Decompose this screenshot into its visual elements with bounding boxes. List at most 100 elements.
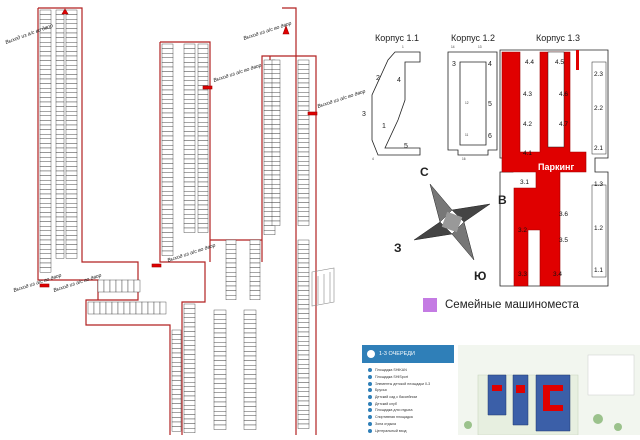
parking-lot <box>213 392 227 398</box>
parking-lot <box>121 279 129 293</box>
parking-lot <box>243 360 257 366</box>
parking-lot <box>297 142 310 148</box>
parking-lot <box>183 158 196 164</box>
parking-lot <box>55 51 65 57</box>
parking-lot <box>183 418 196 424</box>
parking-lot <box>297 322 310 328</box>
section-label: 4 <box>397 77 401 84</box>
parking-lot <box>161 140 174 146</box>
legend-dot-icon <box>368 375 372 380</box>
parking-lot <box>183 43 196 49</box>
parking-lot <box>161 232 174 238</box>
parking-lot <box>297 258 310 264</box>
building-k12-outline <box>447 51 498 156</box>
parking-lot <box>39 152 52 158</box>
parking-lot <box>297 331 310 337</box>
parking-lot <box>297 285 310 291</box>
parking-lot <box>55 175 65 181</box>
parking-lot <box>213 383 227 389</box>
parking-lot <box>55 235 65 241</box>
parking-lot <box>87 301 95 315</box>
parking-lot <box>171 398 182 404</box>
parking-lot <box>183 103 196 109</box>
parking-lot <box>243 424 257 430</box>
parking-lot <box>39 216 52 222</box>
ramp-sketch <box>311 267 335 307</box>
parking-lot <box>161 209 174 215</box>
parking-lot <box>243 365 257 371</box>
parking-lot <box>183 209 196 215</box>
parking-lot <box>225 258 237 264</box>
parking-lot <box>183 89 196 95</box>
parking-lot <box>271 160 281 166</box>
parking-lot <box>183 85 196 91</box>
parking-lot <box>297 202 310 208</box>
parking-lot <box>183 400 196 406</box>
parking-lot <box>39 202 52 208</box>
exit-arrow-icon <box>61 8 69 15</box>
parking-lot <box>297 359 310 365</box>
parking-lot <box>213 378 227 384</box>
parking-lot <box>243 415 257 421</box>
parking-lot <box>271 119 281 125</box>
parking-lot <box>297 345 310 351</box>
inset-legend-label: Спортивная площадка <box>375 415 413 420</box>
section-label: 2 <box>376 75 380 82</box>
parking-lot <box>183 345 196 351</box>
legend-dot-icon <box>368 395 372 400</box>
parking-lot <box>197 131 209 137</box>
parking-lot <box>55 193 65 199</box>
parking-lot <box>171 417 182 423</box>
parking-lot <box>297 350 310 356</box>
parking-lot <box>93 301 101 315</box>
inset-legend-label: Детский сад с бассейном <box>375 395 418 400</box>
parking-lot <box>297 156 310 162</box>
parking-lot <box>39 64 52 70</box>
section-label: 4.4 <box>525 59 534 66</box>
parking-lot <box>39 248 52 254</box>
parking-lot <box>39 170 52 176</box>
parking-lot <box>297 59 310 65</box>
parking-lot <box>133 279 141 293</box>
parking-lot <box>161 200 174 206</box>
parking-lot <box>39 184 52 190</box>
parking-lot <box>297 368 310 374</box>
parking-lot <box>197 98 209 104</box>
parking-lot <box>55 202 65 208</box>
parking-lot <box>197 103 209 109</box>
parking-lot <box>55 147 65 153</box>
parking-lot <box>213 388 227 394</box>
parking-lot <box>39 129 52 135</box>
parking-lot <box>213 397 227 403</box>
parking-lot <box>55 244 65 250</box>
parking-lot <box>65 64 78 70</box>
parking-lot <box>183 218 196 224</box>
parking-lot <box>183 354 196 360</box>
parking-lot <box>65 235 78 241</box>
parking-lot <box>55 198 65 204</box>
section-label: 16 <box>462 157 466 161</box>
compass-rose: С В Ю З <box>394 165 507 283</box>
parking-lot <box>297 165 310 171</box>
parking-lot <box>39 92 52 98</box>
parking-lot <box>197 213 209 219</box>
parking-lot <box>39 207 52 213</box>
parking-lot <box>55 216 65 222</box>
parking-lot <box>183 186 196 192</box>
parking-lot <box>271 174 281 180</box>
parking-lot <box>243 383 257 389</box>
parking-lot <box>183 428 196 434</box>
parking-lot <box>297 82 310 88</box>
parking-lot <box>65 207 78 213</box>
legend-dot-icon <box>368 421 372 426</box>
parking-lot <box>297 262 310 268</box>
parking-lot <box>183 414 196 420</box>
parking-lot <box>243 314 257 320</box>
parking-lot <box>65 37 78 43</box>
parking-lot <box>65 239 78 245</box>
legend-swatch <box>423 298 437 312</box>
parking-lot <box>65 138 78 144</box>
inset-legend-label: Детский клуб <box>375 401 397 406</box>
